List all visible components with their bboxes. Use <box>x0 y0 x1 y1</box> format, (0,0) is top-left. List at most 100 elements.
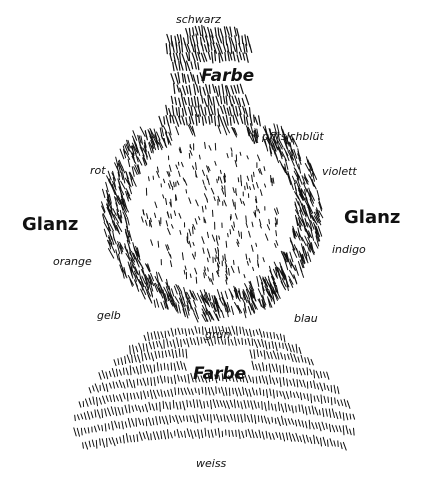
hatch-stroke-ring <box>140 281 144 291</box>
hatch-stroke-bottom <box>260 415 264 423</box>
hatch-stroke-ring <box>175 284 181 294</box>
hatch-stroke-bottom <box>266 389 268 398</box>
hatch-stroke-center <box>195 276 198 284</box>
hatch-stroke-ring <box>245 288 251 300</box>
hatch-stroke-bottom <box>200 375 204 383</box>
hatch-stroke-center <box>201 205 204 213</box>
hatch-stroke-ring <box>304 255 309 264</box>
hatch-stroke-top <box>197 51 202 63</box>
hatch-stroke-bottom <box>125 367 129 376</box>
hatch-stroke-bottom <box>124 421 128 428</box>
hatch-stroke-ring <box>302 253 306 264</box>
hatch-stroke-bottom <box>189 337 193 345</box>
hatch-stroke-top <box>232 51 236 62</box>
hatch-stroke-ring <box>206 312 212 322</box>
hatch-stroke-ring <box>141 269 147 280</box>
hatch-stroke-top <box>238 51 243 61</box>
hatch-stroke-ring <box>273 261 279 273</box>
hatch-stroke-top <box>228 35 232 45</box>
hatch-stroke-bottom <box>82 442 84 449</box>
hatch-stroke-bottom <box>122 392 126 400</box>
hatch-stroke-bottom <box>241 430 245 439</box>
hatch-stroke-ring <box>290 147 294 156</box>
hatch-stroke-ring <box>162 125 168 134</box>
hatch-stroke-center <box>183 269 186 275</box>
hatch-stroke-ring <box>269 285 274 297</box>
hatch-stroke-center <box>195 199 199 207</box>
hatch-stroke-ring <box>297 221 302 231</box>
hatch-stroke-top <box>208 84 211 94</box>
hatch-stroke-ring <box>307 222 313 231</box>
hatch-stroke-bottom <box>249 349 253 359</box>
hatch-stroke-top <box>207 51 211 60</box>
hatch-stroke-bottom <box>145 431 150 441</box>
hatch-stroke-bottom <box>214 374 218 384</box>
hatch-stroke-ring <box>237 290 242 299</box>
hatch-stroke-ring <box>108 196 111 205</box>
hatch-stroke-ring <box>208 310 215 321</box>
hatch-stroke-bottom <box>337 399 340 407</box>
color-ring-hatching <box>101 123 324 323</box>
hatch-stroke-ring <box>126 240 131 251</box>
hatch-stroke-ring <box>287 172 292 183</box>
hatch-stroke-bottom <box>261 338 265 348</box>
hatch-stroke-bottom <box>206 337 211 347</box>
hatch-stroke-ring <box>315 235 320 247</box>
hatch-stroke-top <box>245 43 248 53</box>
hatch-stroke-ring <box>140 288 146 300</box>
hatch-stroke-center <box>225 240 228 248</box>
hatch-stroke-bottom <box>160 389 163 398</box>
hatch-stroke-ring <box>163 300 167 309</box>
hatch-stroke-bottom <box>333 384 336 394</box>
hatch-stroke-center <box>256 205 258 212</box>
hatch-stroke-center <box>256 182 259 189</box>
hatch-stroke-bottom <box>105 383 109 393</box>
hatch-stroke-center <box>194 218 198 225</box>
hatch-stroke-bottom <box>250 414 253 423</box>
hatch-stroke-ring <box>158 272 163 282</box>
hatch-stroke-ring <box>171 288 175 297</box>
hatch-stroke-bottom <box>180 376 184 382</box>
hatch-stroke-center <box>217 269 219 275</box>
hatch-stroke-bottom <box>215 326 218 336</box>
hatch-stroke-bottom <box>253 339 258 349</box>
hatch-stroke-center <box>178 170 181 177</box>
hatch-stroke-ring <box>128 230 133 242</box>
hatch-stroke-center <box>232 187 235 193</box>
hatch-stroke-ring <box>125 217 129 230</box>
hatch-stroke-ring <box>112 177 116 188</box>
hatch-stroke-ring <box>291 134 295 145</box>
hatch-stroke-bottom <box>231 372 235 382</box>
hatch-stroke-center <box>168 183 171 189</box>
hatch-stroke-top <box>235 105 239 117</box>
hatch-stroke-bottom <box>278 342 281 349</box>
hatch-stroke-ring <box>128 172 133 181</box>
hatch-stroke-bottom <box>98 372 102 380</box>
hatch-stroke-center <box>274 222 277 228</box>
hatch-stroke-ring <box>108 193 112 204</box>
hatch-stroke-bottom <box>190 429 194 439</box>
hatch-stroke-ring <box>249 285 254 293</box>
hatch-stroke-ring <box>307 204 312 213</box>
hatch-stroke-ring <box>127 275 134 286</box>
hatch-stroke-ring <box>145 282 149 291</box>
hatch-stroke-bottom <box>311 405 315 415</box>
hatch-stroke-ring <box>269 139 273 150</box>
hatch-stroke-bottom <box>299 435 302 443</box>
hatch-stroke-ring <box>208 298 213 309</box>
hatch-stroke-ring <box>220 291 224 300</box>
hatch-stroke-top <box>188 116 192 125</box>
hatch-stroke-bottom <box>240 414 243 423</box>
hatch-stroke-top <box>194 25 199 36</box>
hatch-stroke-top <box>184 62 188 72</box>
hatch-stroke-ring <box>281 270 285 279</box>
hatch-stroke-ring <box>230 291 234 301</box>
hatch-stroke-bottom <box>133 379 136 389</box>
hatch-stroke-bottom <box>291 405 294 414</box>
hatch-stroke-center <box>182 177 185 182</box>
hatch-stroke-bottom <box>230 339 234 346</box>
hatch-stroke-ring <box>285 141 289 152</box>
hatch-stroke-center <box>213 196 216 201</box>
hatch-stroke-center <box>225 270 228 275</box>
hatch-stroke-ring <box>233 127 238 136</box>
